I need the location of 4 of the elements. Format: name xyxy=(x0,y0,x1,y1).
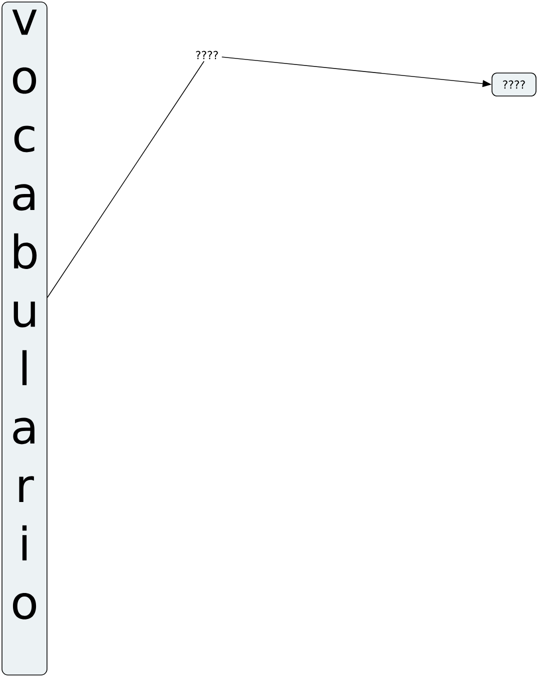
topic-box: v o c a b u l a r i o xyxy=(2,2,48,676)
topic-box: ???? xyxy=(492,72,536,96)
connector-line xyxy=(47,60,204,298)
topic-label: ???? xyxy=(196,50,218,60)
